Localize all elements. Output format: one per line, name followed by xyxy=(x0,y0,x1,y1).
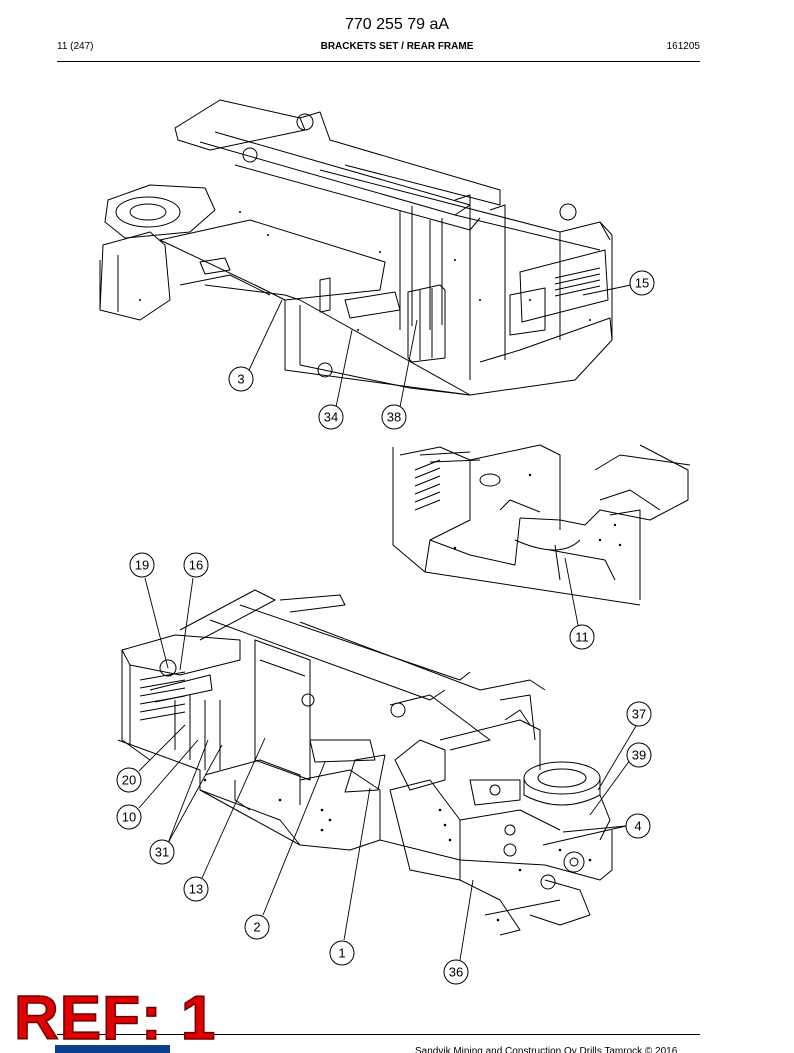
callout-label: 34 xyxy=(324,410,338,425)
footer-copyright: Sandvik Mining and Construction Oy Drill… xyxy=(415,1046,678,1053)
callout-label: 4 xyxy=(634,819,641,834)
callout-13: 13 xyxy=(183,876,209,902)
date-code: 161205 xyxy=(666,41,700,52)
document-number: 770 255 79 aA xyxy=(344,16,450,33)
callout-label: 38 xyxy=(387,410,401,425)
callout-20: 20 xyxy=(116,767,142,793)
page-number: 11 (247) xyxy=(57,41,94,52)
callout-34: 34 xyxy=(318,404,344,430)
callout-2: 2 xyxy=(244,914,270,940)
callout-label: 37 xyxy=(632,707,646,722)
callout-11: 11 xyxy=(569,624,595,650)
callout-label: 3 xyxy=(237,372,244,387)
callout-37: 37 xyxy=(626,701,652,727)
footer-rule xyxy=(57,1034,700,1035)
callout-3: 3 xyxy=(228,366,254,392)
brand-logo xyxy=(55,1045,170,1053)
callout-31: 31 xyxy=(149,839,175,865)
callout-label: 13 xyxy=(189,882,203,897)
callout-label: 10 xyxy=(122,810,136,825)
header-rule xyxy=(57,61,700,62)
ref-stamp: REF: 1 xyxy=(13,984,217,1053)
callout-4: 4 xyxy=(625,813,651,839)
top-assembly-view xyxy=(99,99,613,396)
detail-inset-view xyxy=(392,444,691,606)
callout-label: 2 xyxy=(253,920,260,935)
callout-19: 19 xyxy=(129,552,155,578)
callout-label: 16 xyxy=(189,558,203,573)
callout-label: 1 xyxy=(338,946,345,961)
callout-label: 20 xyxy=(122,773,136,788)
callout-10: 10 xyxy=(116,804,142,830)
callout-label: 36 xyxy=(449,965,463,980)
bottom-assembly-view xyxy=(117,589,613,936)
leader-lines xyxy=(138,284,637,961)
callout-16: 16 xyxy=(183,552,209,578)
callout-label: 19 xyxy=(135,558,149,573)
callout-15: 15 xyxy=(629,270,655,296)
callout-38: 38 xyxy=(381,404,407,430)
callout-label: 15 xyxy=(635,276,649,291)
callout-label: 31 xyxy=(155,845,169,860)
callout-39: 39 xyxy=(626,742,652,768)
page-title: BRACKETS SET / REAR FRAME xyxy=(320,41,474,52)
callout-label: 11 xyxy=(575,630,589,645)
callout-36: 36 xyxy=(443,959,469,985)
callout-label: 39 xyxy=(632,748,646,763)
callout-1: 1 xyxy=(329,940,355,966)
